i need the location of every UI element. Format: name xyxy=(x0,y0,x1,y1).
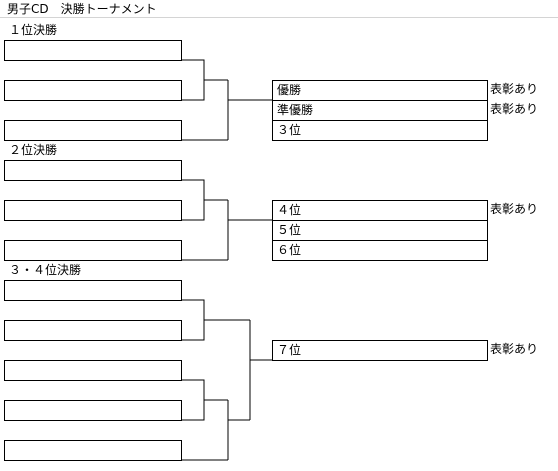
award-note-runner-up: 表彰あり xyxy=(490,102,539,116)
bracket-slot[interactable] xyxy=(4,240,182,261)
page-title: 男子CD 決勝トーナメント xyxy=(7,2,157,16)
bracket-slot[interactable] xyxy=(4,160,182,181)
result-champion[interactable]: 優勝 xyxy=(272,80,488,101)
award-note-champion: 表彰あり xyxy=(490,82,539,96)
result-fourth-place[interactable]: ４位 xyxy=(272,200,488,221)
bracket-slot[interactable] xyxy=(4,440,182,461)
section-label-first: １位決勝 xyxy=(9,23,58,37)
bracket-slot[interactable] xyxy=(4,320,182,341)
result-third-place[interactable]: ３位 xyxy=(272,120,488,141)
bracket-slot[interactable] xyxy=(4,360,182,381)
award-note-seventh: 表彰あり xyxy=(490,342,539,356)
section-label-third: ３・４位決勝 xyxy=(9,263,82,277)
section-label-second: ２位決勝 xyxy=(9,143,58,157)
result-sixth-place[interactable]: ６位 xyxy=(272,240,488,261)
result-runner-up[interactable]: 準優勝 xyxy=(272,100,488,121)
bracket-slot[interactable] xyxy=(4,400,182,421)
result-fifth-place[interactable]: ５位 xyxy=(272,220,488,241)
bracket-slot[interactable] xyxy=(4,280,182,301)
bracket-slot[interactable] xyxy=(4,80,182,101)
bracket-slot[interactable] xyxy=(4,40,182,61)
bracket-slot[interactable] xyxy=(4,120,182,141)
bracket-slot[interactable] xyxy=(4,200,182,221)
result-seventh-place[interactable]: ７位 xyxy=(272,340,488,361)
award-note-fourth: 表彰あり xyxy=(490,202,539,216)
